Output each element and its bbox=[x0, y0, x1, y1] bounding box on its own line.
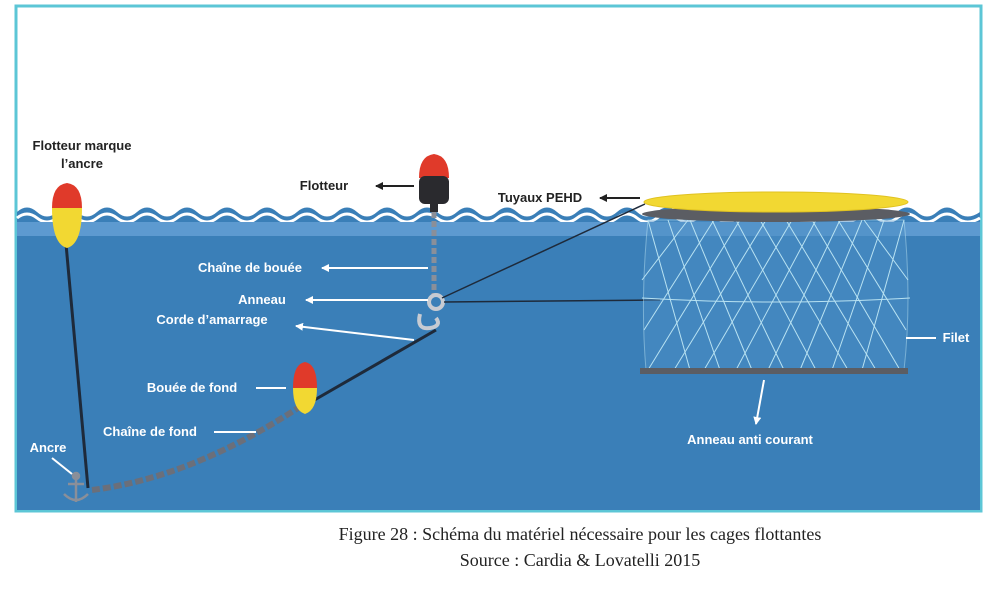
bottom-chain bbox=[91, 405, 300, 493]
anchor-marker-line bbox=[64, 243, 90, 489]
label-flotteur: Flotteur bbox=[300, 178, 348, 193]
label-filet: Filet bbox=[943, 330, 970, 345]
mooring-ring bbox=[417, 293, 445, 331]
label-flotteur-marque-1: Flotteur marque bbox=[33, 138, 132, 153]
bridle-line-upper bbox=[441, 203, 646, 299]
cage-net bbox=[641, 219, 911, 371]
figure-source: Source : Cardia & Lovatelli 2015 bbox=[459, 550, 701, 570]
label-ancre: Ancre bbox=[30, 440, 67, 455]
bottom-buoy bbox=[293, 362, 317, 414]
corde-arrow bbox=[295, 322, 415, 341]
bridle-line-lower bbox=[443, 299, 661, 303]
anchor-icon bbox=[63, 471, 89, 502]
label-flotteur-marque-2: l’ancre bbox=[61, 156, 103, 171]
anchor-marker-buoy bbox=[52, 183, 82, 248]
mooring-rope bbox=[303, 328, 437, 408]
label-anneau: Anneau bbox=[238, 292, 286, 307]
label-corde-amarrage: Corde d’amarrage bbox=[156, 312, 267, 327]
ancre-arrow bbox=[51, 457, 73, 475]
anneau-anti-arrow bbox=[753, 379, 765, 425]
label-chaine-fond: Chaîne de fond bbox=[103, 424, 197, 439]
anti-current-ring bbox=[640, 368, 908, 374]
label-anneau-anti-courant: Anneau anti courant bbox=[687, 432, 813, 447]
pehd-pipes bbox=[642, 191, 910, 222]
label-chaine-bouee: Chaîne de bouée bbox=[198, 260, 302, 275]
surface-float bbox=[419, 154, 449, 212]
figure-caption: Figure 28 : Schéma du matériel nécessair… bbox=[338, 524, 822, 544]
label-tuyaux-pehd: Tuyaux PEHD bbox=[498, 190, 582, 205]
label-bouee-fond: Bouée de fond bbox=[147, 380, 237, 395]
cage-diagram: Flotteur marque l’ancre Flotteur Tuyaux … bbox=[14, 4, 983, 513]
